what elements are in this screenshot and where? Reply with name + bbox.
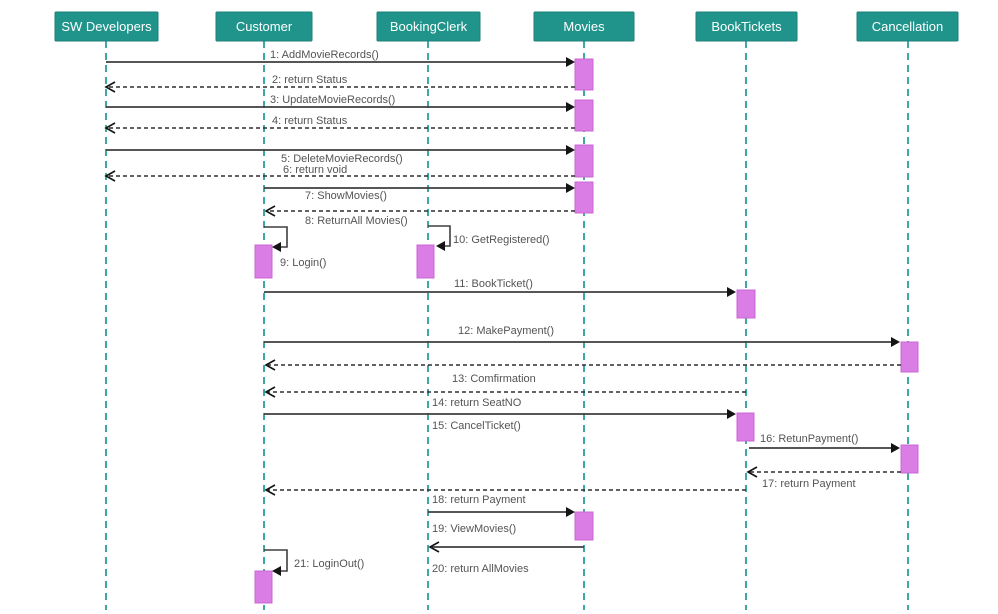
message-1: 1: AddMovieRecords()	[106, 49, 575, 67]
arrowhead-icon	[566, 145, 575, 155]
message-label-11: 11: BookTicket()	[454, 278, 533, 290]
message-label-9: 9: Login()	[280, 257, 326, 269]
message-13: 13: Comfirmation	[264, 359, 901, 385]
arrowhead-icon	[891, 443, 900, 453]
actor-box	[533, 11, 635, 42]
actor-cancellation: Cancellation	[856, 11, 959, 42]
message-6: 6: return void	[104, 164, 575, 182]
activation-bar	[900, 444, 919, 474]
message-label-19: 19: ViewMovies()	[432, 523, 516, 535]
message-8: 8: ReturnAll Movies()	[264, 205, 575, 227]
message-12: 12: MakePayment()	[264, 325, 900, 347]
activation-bar	[416, 244, 435, 279]
actor-box	[856, 11, 959, 42]
arrowhead-icon	[727, 287, 736, 297]
arrowhead-icon	[891, 337, 900, 347]
actor-bookingclerk: BookingClerk	[376, 11, 481, 42]
message-label-6: 6: return void	[283, 164, 347, 176]
message-label-1: 1: AddMovieRecords()	[270, 49, 379, 61]
arrowhead-icon	[264, 386, 276, 398]
activation-bar	[574, 181, 594, 214]
message-20: 20: return AllMovies	[428, 541, 584, 575]
activation-bar	[574, 58, 594, 91]
arrowhead-icon	[566, 507, 575, 517]
self-message-line	[264, 226, 288, 248]
actor-label-booktickets: BookTickets	[711, 19, 782, 34]
message-label-16: 16: RetunPayment()	[760, 433, 858, 445]
arrowhead-icon	[264, 484, 276, 496]
message-label-5: 5: DeleteMovieRecords()	[281, 153, 403, 165]
self-message-10: 10: GetRegistered()	[428, 225, 550, 251]
message-14: 14: return SeatNO	[264, 386, 746, 409]
message-15: 15: CancelTicket()	[264, 409, 736, 432]
arrowhead-icon	[264, 205, 276, 217]
actor-box	[54, 11, 159, 42]
actor-label-movies: Movies	[563, 19, 605, 34]
actor-customer: Customer	[215, 11, 313, 42]
arrowhead-icon	[746, 466, 758, 478]
message-label-15: 15: CancelTicket()	[432, 420, 521, 432]
message-label-18: 18: return Payment	[432, 494, 526, 506]
activation-bar	[574, 99, 594, 132]
actor-booktickets: BookTickets	[695, 11, 798, 42]
self-message-line	[264, 549, 288, 572]
message-label-20: 20: return AllMovies	[432, 563, 529, 575]
actor-box	[376, 11, 481, 42]
actor-sw-developers: SW Developers	[54, 11, 159, 42]
arrowhead-icon	[428, 541, 440, 553]
message-label-2: 2: return Status	[272, 74, 348, 86]
message-4: 4: return Status	[104, 115, 575, 134]
actor-label-sw-developers: SW Developers	[61, 19, 152, 34]
message-7: 7: ShowMovies()	[264, 183, 575, 202]
message-label-17: 17: return Payment	[762, 478, 856, 490]
message-label-4: 4: return Status	[272, 115, 348, 127]
activation-bar	[254, 244, 273, 279]
arrowhead-icon	[272, 566, 281, 576]
actor-box	[215, 11, 313, 42]
actor-movies: Movies	[533, 11, 635, 42]
arrowhead-icon	[264, 359, 276, 371]
arrowhead-icon	[727, 409, 736, 419]
message-11: 11: BookTicket()	[264, 278, 736, 297]
actor-label-bookingclerk: BookingClerk	[390, 19, 468, 34]
self-message-9: 9: Login()	[264, 226, 326, 269]
message-19: 19: ViewMovies()	[428, 507, 575, 535]
self-message-21: 21: LoginOut()	[264, 549, 364, 576]
message-label-21: 21: LoginOut()	[294, 558, 364, 570]
activation-bar	[254, 570, 273, 604]
message-label-12: 12: MakePayment()	[458, 325, 554, 337]
message-label-10: 10: GetRegistered()	[453, 234, 550, 246]
message-label-3: 3: UpdateMovieRecords()	[270, 94, 395, 106]
message-label-14: 14: return SeatNO	[432, 397, 522, 409]
message-label-8: 8: ReturnAll Movies()	[305, 215, 408, 227]
message-5: 5: DeleteMovieRecords()	[106, 145, 575, 165]
actor-box	[695, 11, 798, 42]
actor-label-cancellation: Cancellation	[872, 19, 944, 34]
message-2: 2: return Status	[104, 74, 575, 93]
activation-bar	[736, 289, 756, 319]
activation-bar	[574, 511, 594, 541]
activation-bar	[736, 412, 755, 442]
arrowhead-icon	[436, 241, 445, 251]
message-label-7: 7: ShowMovies()	[305, 190, 387, 202]
arrowhead-icon	[104, 81, 116, 93]
message-3: 3: UpdateMovieRecords()	[106, 94, 575, 112]
arrowhead-icon	[104, 122, 116, 134]
arrowhead-icon	[272, 242, 281, 252]
arrowhead-icon	[566, 57, 575, 67]
message-18: 18: return Payment	[264, 484, 746, 506]
activation-bar	[574, 144, 594, 178]
arrowhead-icon	[566, 102, 575, 112]
message-17: 17: return Payment	[746, 466, 901, 490]
activation-bar	[900, 341, 919, 373]
arrowhead-icon	[566, 183, 575, 193]
self-message-line	[428, 225, 451, 247]
message-16: 16: RetunPayment()	[749, 433, 900, 453]
message-label-13: 13: Comfirmation	[452, 373, 536, 385]
arrowhead-icon	[104, 170, 116, 182]
actor-label-customer: Customer	[236, 19, 293, 34]
